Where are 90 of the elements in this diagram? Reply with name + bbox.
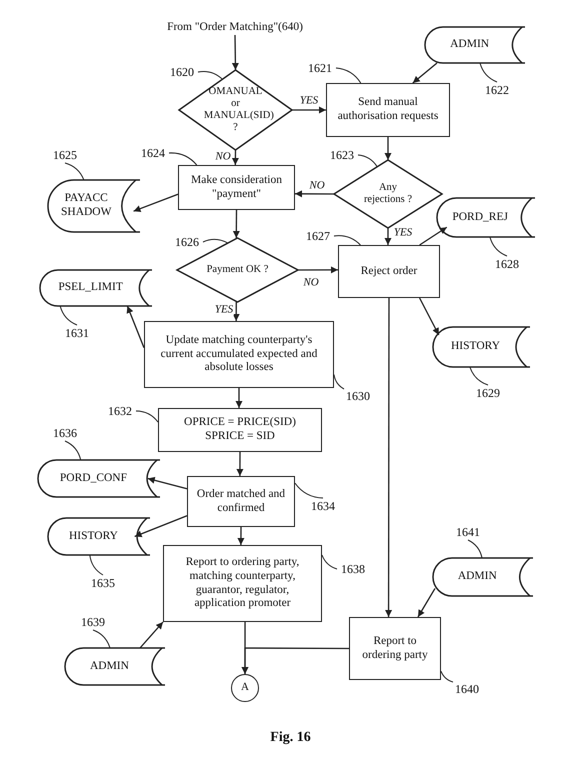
arrow (419, 226, 448, 246)
edge-label: NO (302, 278, 320, 288)
arrow (133, 194, 178, 212)
data-store: HISTORY (48, 518, 150, 555)
arrow (385, 298, 392, 617)
reference-number: 1636 (49, 425, 81, 441)
leader-line (168, 152, 198, 166)
leader-line (92, 630, 110, 648)
reference-number: 1624 (137, 145, 169, 161)
reference-number: 1640 (451, 681, 483, 697)
reference-number: 1629 (472, 385, 504, 401)
arrow (298, 266, 338, 274)
reference-number: 1623 (326, 147, 358, 163)
leader-line (198, 70, 222, 80)
arrow (236, 452, 244, 476)
arrow (242, 647, 349, 674)
leader-line (440, 670, 454, 682)
arrow (419, 298, 440, 336)
leader-line (480, 62, 498, 82)
data-store: ADMIN (65, 648, 165, 685)
data-store: ADMIN (433, 558, 533, 596)
process-box: Update matching counterparty's current accumulated expected and absolute losses (144, 321, 334, 388)
arrow (412, 62, 438, 84)
process-box: OPRICE = PRICE(SID) SPRICE = SID (158, 408, 322, 452)
arrow (126, 306, 145, 348)
decision-diamond: Any rejections ? (334, 160, 442, 228)
arrow (232, 210, 240, 238)
reference-number: 1620 (166, 64, 198, 80)
reference-number: 1627 (302, 228, 334, 244)
reference-number: 1638 (337, 561, 369, 577)
leader-line (64, 440, 82, 460)
arrow (232, 302, 240, 321)
arrow (232, 150, 239, 165)
process-box: Send manual authorisation requests (326, 83, 450, 137)
edge-label: YES (298, 96, 320, 106)
leader-line (202, 238, 228, 244)
leader-line (489, 236, 508, 256)
arrow (292, 106, 326, 114)
connector-circle: A (231, 674, 259, 702)
data-store: ADMIN (425, 27, 525, 63)
source-label: From "Order Matching"(640) (145, 20, 325, 35)
data-store: HISTORY (433, 327, 530, 367)
edge-label: NO (308, 180, 326, 192)
process-box: Order matched and confirmed (187, 476, 295, 527)
process-box: Report to ordering party (349, 617, 441, 680)
arrow (140, 622, 164, 648)
process-box: Report to ordering party, matching counterparty, guarantor, regulator, application promoter (163, 545, 322, 622)
edge-label: YES (214, 304, 234, 316)
edge-label: YES (392, 228, 414, 238)
reference-number: 1625 (49, 147, 81, 163)
leader-line (89, 554, 104, 576)
reference-number: 1630 (342, 388, 374, 404)
leader-line (469, 366, 488, 386)
leader-line (468, 540, 482, 558)
leader-line (334, 235, 361, 246)
reference-number: 1626 (171, 234, 203, 250)
leader-line (358, 154, 378, 168)
process-box: Make consideration "payment" (178, 165, 295, 210)
arrow (236, 388, 242, 408)
leader-line (322, 554, 338, 570)
arrow (417, 588, 436, 618)
reference-number: 1621 (304, 60, 336, 76)
leader-line (334, 374, 344, 390)
arrow (232, 35, 239, 70)
reference-number: 1628 (491, 256, 523, 272)
arrow (148, 476, 188, 490)
reference-number: 1641 (452, 524, 484, 540)
reference-number: 1622 (481, 82, 513, 98)
reference-number: 1632 (104, 403, 136, 419)
edge-label: NO (214, 152, 232, 162)
reference-number: 1634 (307, 498, 339, 514)
arrow (237, 527, 244, 545)
data-store: PAYACC SHADOW (48, 180, 140, 232)
leader-line (294, 482, 324, 498)
arrow (134, 515, 188, 538)
process-box: Reject order (338, 245, 440, 298)
leader-line (60, 306, 78, 326)
figure-caption: Fig. 16 (270, 730, 311, 745)
arrow (295, 190, 334, 198)
arrow (384, 137, 392, 160)
reference-number: 1631 (61, 325, 93, 341)
arrow (384, 228, 392, 245)
reference-number: 1639 (77, 614, 109, 630)
data-store: PORD_REJ (437, 198, 535, 237)
leader-line (336, 68, 362, 84)
data-store: PORD_CONF (38, 460, 160, 497)
reference-number: 1635 (87, 575, 119, 591)
leader-line (64, 162, 84, 180)
data-store: PSEL_LIMIT (40, 270, 152, 306)
leader-line (136, 410, 158, 423)
